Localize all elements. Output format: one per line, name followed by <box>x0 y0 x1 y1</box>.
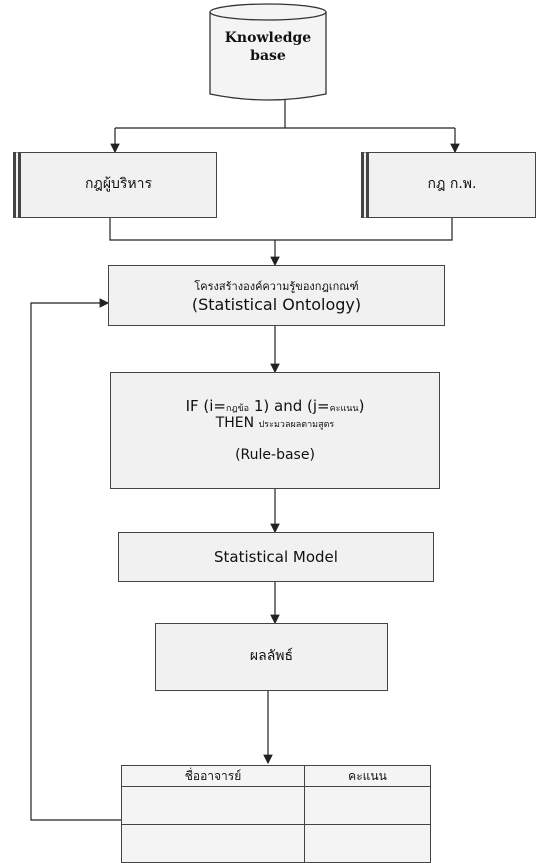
result-table: ชื่ออาจารย์ คะแนน <box>121 765 432 863</box>
rule-if-mid: 1) and (j= <box>253 396 330 415</box>
result-table-header-name: ชื่ออาจารย์ <box>121 765 305 787</box>
rule-then-line: THEN ประมวลผลตามสูตร <box>216 415 335 433</box>
statistical-model-box: Statistical Model <box>118 532 434 582</box>
table-row <box>121 786 432 825</box>
feedback-loop-arrow <box>30 298 121 821</box>
rules-merge-line <box>109 218 453 241</box>
ontology-thai-label: โครงสร้างองค์ความรู้ของกฎเกณฑ์ <box>194 279 359 293</box>
rule-if-line: IF (i=กฎข้อ 1) and (j=คะแนน) <box>186 397 365 416</box>
right-rule-label: กฎ ก.พ. <box>427 176 477 193</box>
result-table-header-row: ชื่ออาจารย์ คะแนน <box>121 765 432 787</box>
result-box: ผลลัพธ์ <box>155 623 388 691</box>
rule-base-label: (Rule-base) <box>235 446 315 463</box>
ontology-box: โครงสร้างองค์ความรู้ของกฎเกณฑ์ (Statisti… <box>108 265 445 326</box>
knowledge-base-cylinder <box>209 3 327 101</box>
rule-if-thai-i: กฎข้อ <box>226 403 250 414</box>
rule-then-keyword: THEN <box>215 415 255 432</box>
statistical-model-label: Statistical Model <box>214 547 338 566</box>
rule-if-prefix: IF (i= <box>185 396 226 415</box>
rule-if-thai-j: คะแนน <box>329 403 359 414</box>
left-rule-box: กฎผู้บริหาร <box>13 152 217 218</box>
right-rule-box: กฎ ก.พ. <box>361 152 536 218</box>
rule-base-box: IF (i=กฎข้อ 1) and (j=คะแนน) THEN ประมวล… <box>110 372 440 489</box>
left-rule-label: กฎผู้บริหาร <box>84 176 153 193</box>
rule-if-end: ) <box>358 396 365 415</box>
rule-then-thai: ประมวลผลตามสูตร <box>258 420 335 431</box>
table-row <box>121 824 432 863</box>
knowledge-base-label: Knowledge base <box>224 30 312 64</box>
result-table-header-score: คะแนน <box>303 765 432 787</box>
ontology-english-label: (Statistical Ontology) <box>191 294 362 314</box>
result-label: ผลลัพธ์ <box>249 648 294 665</box>
